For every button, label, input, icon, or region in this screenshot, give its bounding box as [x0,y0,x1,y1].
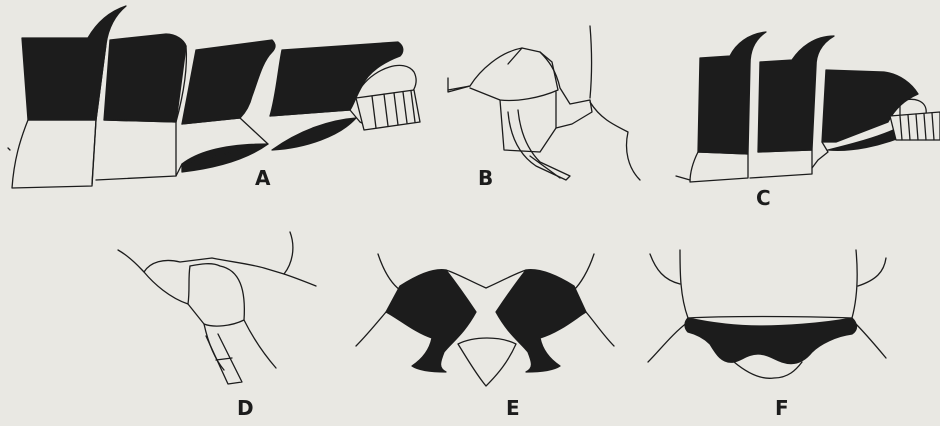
panel-label-c: C [756,186,771,210]
panel-a-segment-1-pale [12,120,96,188]
panel-e-left-leg [356,312,386,346]
panel-a-segment-2-dark [104,34,186,122]
panel-f-right-side [858,258,886,286]
panel-label-e: E [506,396,520,420]
panel-e-left-side [378,254,400,290]
panel-c-base-line [676,176,690,180]
panel-f-body [680,250,857,318]
panel-c-segment-1-pale [690,152,748,182]
panel-label-b: B [478,166,493,190]
panel-c-segment-2-pale [750,150,812,178]
panel-e-left-sclerite [386,270,476,372]
panel-a-drawing [8,6,420,188]
panel-label-d: D [237,396,254,420]
panel-e-right-side [574,254,594,290]
panel-label-a: A [255,166,270,190]
panel-d-right-edge [284,274,316,286]
panel-e-drawing [356,254,614,386]
panel-a-segment-2-outline [96,120,176,180]
panel-a-stroke-detail [8,148,10,150]
panel-c-segment-1-dark [698,32,766,154]
panel-f-drawing [648,250,886,378]
panel-b-stylet-2 [530,156,560,178]
panel-d-lobe [188,264,244,326]
panel-c-segment-3-pale [812,142,828,168]
panel-e-right-leg [586,312,614,346]
panel-d-body [204,320,276,370]
panel-d-curve [144,266,190,304]
panel-b-back [590,26,640,180]
panel-b-plate-left [448,48,558,101]
panel-label-f: F [775,396,789,420]
panel-f-center-plate [734,362,802,378]
panel-e-center-plate [458,338,516,386]
panel-b-drawing [448,26,640,180]
panel-d-drawing [118,232,316,384]
panel-f-right-leg [854,322,886,358]
panel-d-stylet-2 [216,358,232,360]
panel-a-segment-4-ventral-dark [272,118,356,150]
panel-f-band [685,318,857,364]
panel-b-lobe [540,52,592,128]
panel-f-left-side [650,254,680,284]
panel-c-drawing [676,32,940,182]
panel-d-plate [118,232,293,274]
panel-b-stylet [508,110,570,180]
panel-f-left-leg [648,322,688,362]
panel-a-segment-3-dark [182,40,275,124]
